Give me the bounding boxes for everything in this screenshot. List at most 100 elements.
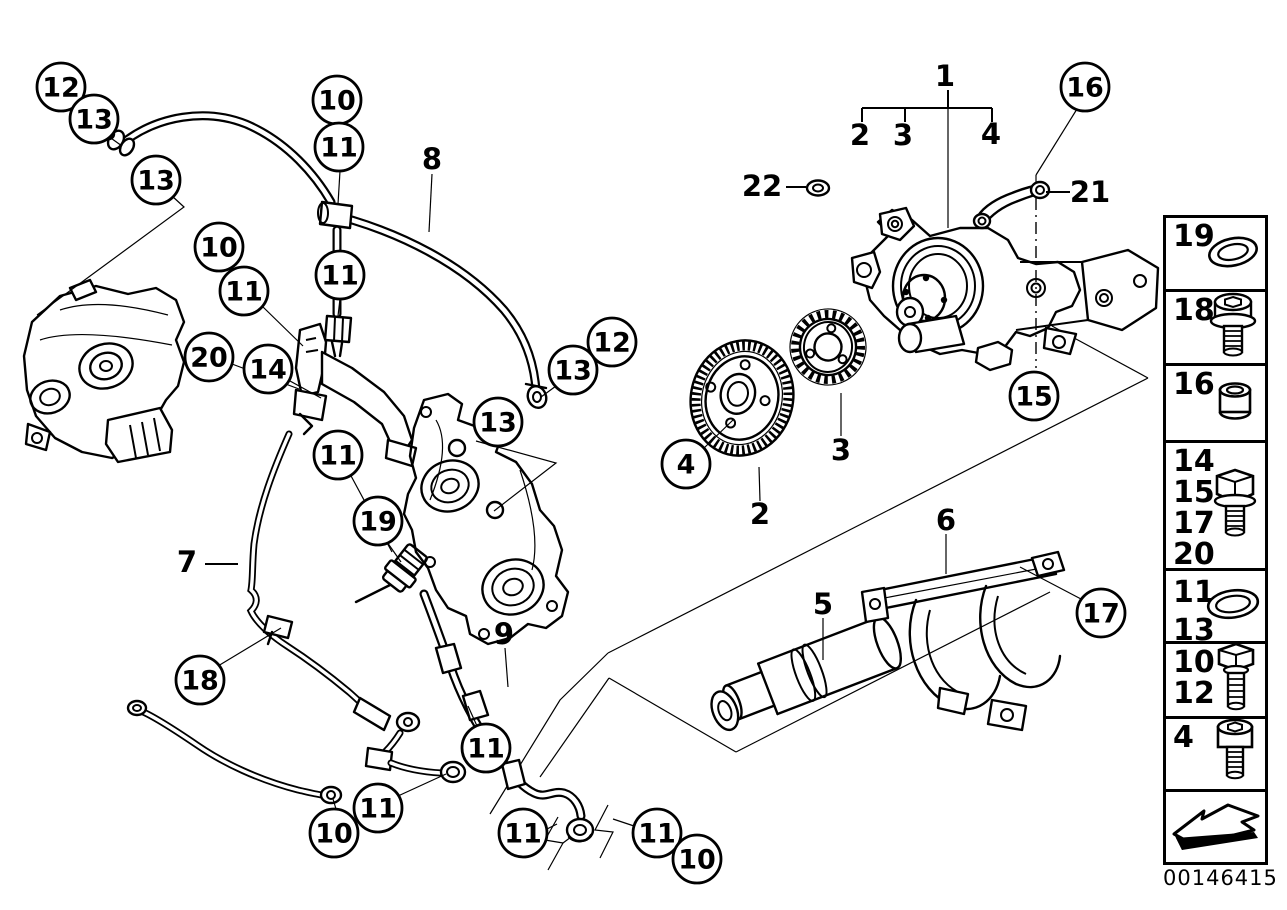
part-label-3[interactable]: 3 <box>893 118 913 152</box>
callout-19[interactable]: 19 <box>352 495 404 547</box>
svg-text:11: 11 <box>319 441 357 472</box>
callout-10[interactable]: 10 <box>193 221 245 273</box>
legend-row-4[interactable]: 4 <box>1166 718 1265 792</box>
part-label-2[interactable]: 2 <box>750 497 770 531</box>
direction-arrow-cell <box>1166 792 1265 862</box>
image-code: 00146415 <box>1163 866 1278 890</box>
svg-text:13: 13 <box>554 356 592 387</box>
callout-11[interactable]: 11 <box>313 121 365 173</box>
part-number: 18 <box>1173 293 1215 328</box>
part-label-8[interactable]: 8 <box>422 142 442 176</box>
part-number: 10 <box>1173 645 1215 680</box>
legend-row-16[interactable]: 16 <box>1166 366 1265 443</box>
chain-sprocket <box>789 308 867 386</box>
banjo-bolt-upper <box>447 438 467 458</box>
fuel-pipe-7 <box>246 430 467 784</box>
svg-text:11: 11 <box>321 261 359 292</box>
pump-hex-plug <box>974 340 1014 372</box>
svg-text:11: 11 <box>467 734 505 765</box>
pipe7-eyelet <box>395 711 421 733</box>
leader-lines <box>36 108 1082 871</box>
callout-11[interactable]: 11 <box>312 429 364 481</box>
legend-row-19[interactable]: 19 <box>1166 218 1265 292</box>
svg-text:17: 17 <box>1082 599 1120 630</box>
part-number: 16 <box>1173 367 1215 402</box>
hose9-banjo-eye <box>565 817 595 843</box>
socket-washer-screw-icon <box>1206 292 1264 364</box>
svg-text:13: 13 <box>137 166 175 197</box>
callout-12[interactable]: 12 <box>35 61 87 113</box>
return-pipe <box>126 699 343 805</box>
washer-22 <box>805 179 831 197</box>
svg-text:15: 15 <box>1015 382 1053 413</box>
part-label-6[interactable]: 6 <box>936 503 956 537</box>
svg-text:11: 11 <box>225 277 263 308</box>
hose8-tee-fitting <box>317 200 354 230</box>
callout-10[interactable]: 10 <box>671 833 723 885</box>
callout-10[interactable]: 10 <box>308 807 360 859</box>
part-label-22[interactable]: 22 <box>742 169 782 203</box>
part-number: 4 <box>1173 720 1194 755</box>
support-bracket <box>292 322 418 468</box>
callout-10[interactable]: 10 <box>311 74 363 126</box>
hose8-end-fitting-right <box>524 382 548 409</box>
legend-row-18[interactable]: 18 <box>1166 292 1265 366</box>
part-label-1[interactable]: 1 <box>935 59 955 93</box>
hose9-band-1 <box>434 642 463 675</box>
pipe7-plate <box>364 746 394 772</box>
callout-13[interactable]: 13 <box>130 154 182 206</box>
callout-4[interactable]: 4 <box>660 438 712 490</box>
part-label-4[interactable]: 4 <box>981 117 1001 151</box>
callout-11[interactable]: 11 <box>631 807 683 859</box>
svg-text:10: 10 <box>315 819 353 850</box>
svg-text:12: 12 <box>593 328 631 359</box>
part-label-5[interactable]: 5 <box>813 587 833 621</box>
direction-arrow-icon <box>1166 792 1265 862</box>
part-label-9[interactable]: 9 <box>494 617 514 651</box>
banjo-bolt-fitting <box>354 543 428 604</box>
svg-text:10: 10 <box>318 86 356 117</box>
svg-text:13: 13 <box>479 408 517 439</box>
part-label-21[interactable]: 21 <box>1070 175 1110 209</box>
callout-16[interactable]: 16 <box>1059 61 1111 113</box>
part-label-7[interactable]: 7 <box>177 545 197 579</box>
callout-15[interactable]: 15 <box>1008 370 1060 422</box>
svg-text:11: 11 <box>504 819 542 850</box>
high-pressure-pump <box>22 278 186 464</box>
construction-lines <box>489 325 1149 815</box>
callout-11[interactable]: 11 <box>460 722 512 774</box>
callout-14[interactable]: 14 <box>242 343 294 395</box>
vanos-pump-unit <box>850 206 1160 372</box>
hex-bolt-icon <box>1213 642 1259 718</box>
callout-20[interactable]: 20 <box>183 331 235 383</box>
return-pipe-eyelet <box>319 785 343 805</box>
hose8-union-nut <box>323 314 353 358</box>
fuel-hose-9 <box>419 589 595 843</box>
callout-13[interactable]: 13 <box>547 344 599 396</box>
callout-11[interactable]: 11 <box>314 249 366 301</box>
svg-text:16: 16 <box>1066 73 1104 104</box>
callout-11[interactable]: 11 <box>352 782 404 834</box>
callout-17[interactable]: 17 <box>1075 587 1127 639</box>
callout-13[interactable]: 13 <box>472 396 524 448</box>
part-label-2[interactable]: 2 <box>850 118 870 152</box>
svg-text:10: 10 <box>678 845 716 876</box>
hose9-band-2 <box>461 689 490 722</box>
part-number: 20 <box>1173 537 1215 572</box>
svg-text:12: 12 <box>42 73 80 104</box>
callout-11[interactable]: 11 <box>218 265 270 317</box>
parts-legend: 19 18 <box>1163 215 1268 865</box>
callout-13[interactable]: 13 <box>68 93 120 145</box>
sealing-washer-icon <box>1202 582 1264 630</box>
pump-mounting-plate <box>1080 248 1160 332</box>
callout-12[interactable]: 12 <box>586 316 638 368</box>
callout-11[interactable]: 11 <box>497 807 549 859</box>
part-label-3[interactable]: 3 <box>831 433 851 467</box>
callout-18[interactable]: 18 <box>174 654 226 706</box>
drive-gear <box>689 339 795 457</box>
